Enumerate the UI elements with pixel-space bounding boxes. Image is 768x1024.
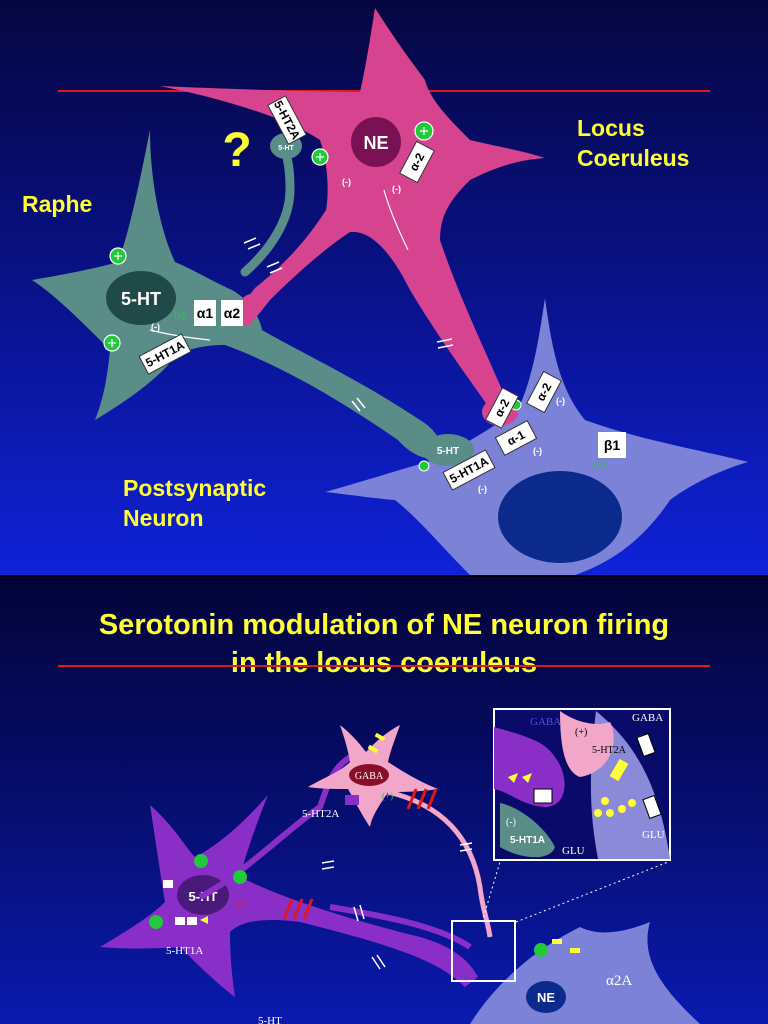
sign-markers: (-) (-) (-) (+) (-) (-) (-) (+) (151, 177, 605, 494)
bottom-diagram-svg: NE α2A 5-HT GABA (58, 665, 710, 1024)
gaba-axon (387, 789, 493, 938)
label-alpha2-raphe: α2 (224, 305, 241, 321)
bottom-5ht-axon-right (329, 904, 472, 950)
label-alpha2a: α2A (606, 973, 632, 989)
top-diagram-svg: 5-HT2A α-2 α1 α2 5-HT1A 5-HT1A (32, 8, 748, 575)
label-beta1-post: β1 (604, 437, 621, 453)
postsynaptic-nucleus (498, 471, 622, 563)
top-diagram-panel: 5-HT2A α-2 α1 α2 5-HT1A 5-HT1A (0, 0, 768, 575)
sign-minus-4: (-) (533, 446, 542, 456)
sign-minus-6: (-) (556, 396, 565, 406)
label-5ht2a-gaba: 5-HT2A (302, 808, 339, 820)
postsynaptic-neuron-body (325, 298, 748, 575)
postsynaptic-label-line2: Neuron (123, 505, 204, 531)
postsynaptic-label-line1: Postsynaptic (123, 475, 267, 501)
bottom-serotonin-neuron (100, 795, 478, 997)
red-hatch-marks (282, 788, 438, 920)
question-mark: ? (222, 124, 251, 177)
inset-plus: (+) (575, 727, 587, 738)
green-transporter-icons (103, 121, 522, 472)
ne-neuron-bottom (470, 922, 700, 1024)
label-5ht-bottom-edge: 5-HT (258, 1015, 282, 1024)
label-5ht-small-terminal: 5-HT (278, 145, 294, 152)
ne-nucleus (351, 117, 401, 167)
bottom-diagram-panel: Serotonin modulation of NE neuron firing… (0, 577, 768, 1024)
terminal-5ht-post (422, 434, 474, 466)
inset-connector-left (481, 861, 501, 923)
inset-glu-right: GLU (642, 829, 665, 841)
locus-label-line2: Coeruleus (577, 145, 690, 171)
zoom-box (451, 920, 516, 982)
inset-gaba-right: GABA (632, 712, 663, 724)
sign-minus-bottom: (-) (236, 899, 245, 909)
ne-nucleus-bottom (526, 981, 566, 1013)
inset-5ht: 5-HT (500, 740, 524, 752)
bottom-axon-breaks (321, 842, 473, 970)
sign-minus-2: (-) (392, 184, 401, 194)
label-ne-bottom: NE (537, 990, 555, 1005)
label-5ht-post-terminal: 5-HT (437, 446, 459, 457)
bottom-receptor-labels: 5-HT2A 5-HT1A 5-HT (+) (-) (166, 791, 393, 1024)
sign-minus-5: (-) (478, 484, 487, 494)
raphe-nucleus (106, 271, 176, 325)
bottom-title-line1: Serotonin modulation of NE neuron firing (98, 609, 670, 641)
bottom-title-line2: in the locus coeruleus (230, 647, 538, 679)
raphe-axon-up (240, 145, 295, 277)
sign-minus-3: (-) (151, 322, 160, 332)
inset-5ht1a: 5-HT1A (510, 835, 545, 846)
sign-plus-2: (+) (594, 459, 605, 469)
label-ne-cell: NE (363, 133, 388, 153)
inset-glu-bottom: GLU (562, 845, 585, 857)
label-5ht1a-bottom: 5-HT1A (166, 945, 203, 957)
inset-5ht2a: 5-HT2A (592, 745, 627, 756)
synapse-inset: GABA GABA 5-HT (+) 5-HT2A (-) 5-HT1A GLU… (493, 708, 671, 861)
sign-plus-1: (+) (174, 310, 185, 320)
label-5ht-cell: 5-HT (121, 289, 161, 309)
locus-coeruleus-ne-neuron (160, 8, 545, 412)
gaba-nucleus (349, 764, 389, 786)
label-alpha1-raphe: α1 (197, 305, 214, 321)
label-gaba: GABA (355, 771, 384, 782)
raphe-serotonin-neuron (32, 130, 443, 459)
inset-connector-right (515, 861, 669, 923)
inset-minus: (-) (506, 817, 516, 828)
raphe-label: Raphe (22, 191, 93, 217)
axon-break-marks (243, 237, 454, 412)
bottom-receptor-icons (149, 732, 580, 957)
locus-label-line1: Locus (577, 115, 645, 141)
receptor-labels: 5-HT2A α-2 α1 α2 5-HT1A 5-HT1A (138, 95, 626, 491)
bottom-5ht-axon-up (198, 754, 352, 900)
sign-plus-bottom: (+) (382, 791, 393, 801)
sign-minus-1: (-) (342, 177, 351, 187)
inset-gaba-left: GABA (530, 716, 561, 728)
